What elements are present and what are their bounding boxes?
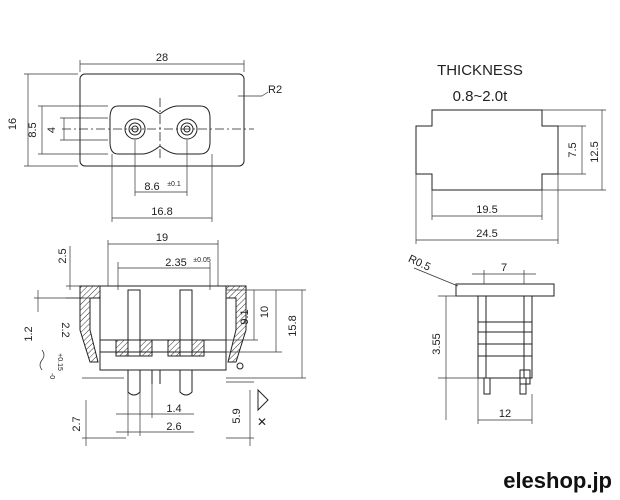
dim-r2-label: R2 [268,84,282,96]
section-body-outline [99,285,227,371]
dim-2-6-label: 2.6 [166,421,181,433]
dim-28-label: 28 [156,52,168,64]
dim-2-5-label: 2.5 [57,248,69,263]
front-body-outline [109,105,211,155]
dim-2-2-tol-a: +0.15 [56,353,63,371]
dim-9-1-label: 9.1 [239,309,251,324]
dim-19-label: 19 [156,232,168,244]
dim-2-2-tol-b: -0 [48,373,55,379]
dim-15-8-label: 15.8 [287,315,299,336]
dim-24-5-label: 24.5 [476,228,497,240]
side-flange [455,283,555,297]
section-terminal-right [179,370,193,396]
section-pin-right [179,289,193,357]
dim-16-8-label: 16.8 [151,206,172,218]
dim-1-2-label: 1.2 [23,326,35,341]
front-view: 28 R2 16 8.5 4 8.6 ±0.1 16.8 [7,52,282,222]
dim-1-4-label: 1.4 [166,403,181,415]
dim-8-6-label: 8.6 [144,181,159,193]
section-flange-right [225,285,247,363]
svg-text:✕: ✕ [257,415,267,429]
dim-12-label: 12 [499,408,511,420]
safety-mark-icon: ✕ [257,388,269,429]
brand-label: eleshop.jp [503,468,612,493]
dim-8-6-tol: ±0.1 [167,181,181,188]
panel-cutout: 7.5 12.5 19.5 24.5 [415,109,606,244]
dim-2-2-label: 2.2 [59,322,71,337]
dim-2-35-tol: ±0.05 [193,257,211,264]
section-pin-left [127,289,141,357]
section-terminal-left [127,370,141,396]
dim-12-5-label: 12.5 [589,141,601,162]
dim-4-label: 4 [46,127,58,133]
dim-10-label: 10 [259,306,271,318]
thickness-label: THICKNESS [437,62,523,79]
dim-3-55-label: 3.55 [431,333,443,354]
dim-19-5-label: 19.5 [476,204,497,216]
section-flange-left [79,285,101,363]
thickness-note: THICKNESS 0.8~2.0t [437,62,523,105]
front-flange-outline [79,73,245,167]
thickness-range: 0.8~2.0t [453,88,508,105]
dim-2-35-label: 2.35 [165,257,186,269]
dim-7-label: 7 [501,262,507,274]
dim-7-5-label: 7.5 [567,142,579,157]
side-terminal-left [483,377,491,395]
section-view: 19 2.35 ±0.05 2.5 [23,232,306,446]
dim-16-label: 16 [7,118,19,130]
dim-2-7-label: 2.7 [71,416,83,431]
side-body [477,295,533,379]
side-view: R0.5 7 3.55 12 [406,253,555,424]
dim-8-5-label: 8.5 [27,122,39,137]
side-terminal-right [519,377,527,395]
dim-5-9-label: 5.9 [231,408,243,423]
cutout-outline [415,109,559,191]
